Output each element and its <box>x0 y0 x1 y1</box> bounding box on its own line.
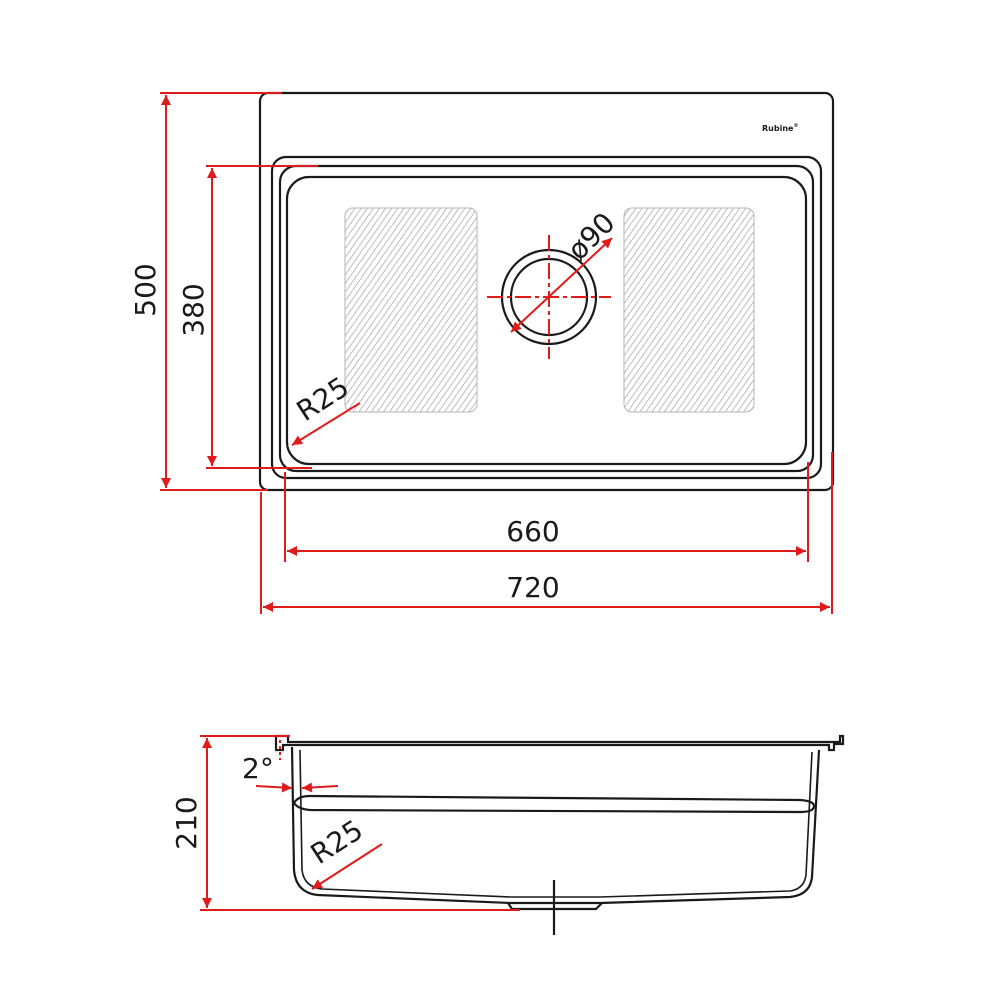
top-view: Rubine® 500 380 R25 ø90 660 720 <box>129 91 835 614</box>
dim-line-corner-radius-side <box>311 843 383 890</box>
dim-depth: 210 <box>170 796 203 849</box>
sink-outer-rim <box>258 91 835 492</box>
dim-bowl-width: 660 <box>506 515 559 548</box>
dim-outer-height: 500 <box>129 263 162 316</box>
bowl-outer-edge <box>270 155 823 480</box>
grid-pad-right <box>623 207 755 413</box>
side-view: 210 2° R25 <box>170 734 845 935</box>
grid-pad-left <box>344 207 478 413</box>
dim-corner-radius-side: R25 <box>305 813 369 871</box>
side-rim <box>274 734 845 752</box>
dim-bowl-height: 380 <box>177 283 210 336</box>
side-bowl-profile <box>290 746 821 905</box>
dim-draft-angle: 2° <box>242 752 274 785</box>
drain-outlet <box>487 235 613 359</box>
bowl-inner-edge <box>278 164 815 473</box>
drain-diameter-leader <box>510 237 613 333</box>
dim-line-corner-radius <box>291 402 361 446</box>
side-shelf <box>292 794 816 814</box>
dim-drain-diameter: ø90 <box>561 206 622 267</box>
brand-logo: Rubine® <box>762 123 798 133</box>
bowl-floor <box>285 175 808 466</box>
dim-outer-width: 720 <box>506 571 559 604</box>
